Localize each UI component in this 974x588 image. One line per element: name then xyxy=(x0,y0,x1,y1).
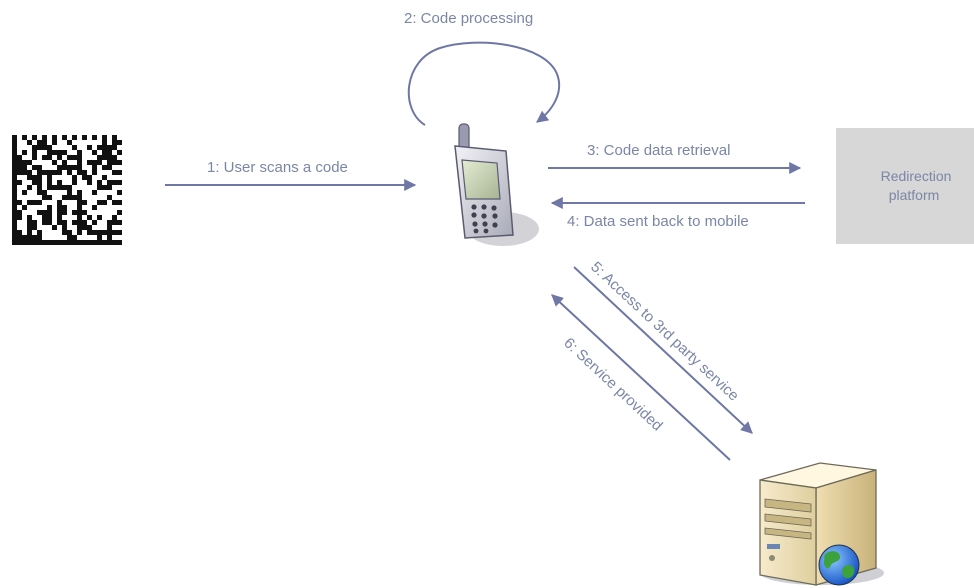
step6-arrow xyxy=(551,294,731,461)
redirection-platform-line2: platform xyxy=(889,187,940,203)
datamatrix-code-icon xyxy=(12,135,122,245)
step5-arrow xyxy=(573,266,753,434)
step1-label: 1: User scans a code xyxy=(207,159,348,176)
step4-label: 4: Data sent back to mobile xyxy=(567,213,749,230)
mobile-phone-icon xyxy=(454,123,539,246)
redirection-platform-box: Redirection platform xyxy=(836,128,974,244)
step2-label: 2: Code processing xyxy=(404,10,533,27)
step3-label: 3: Code data retrieval xyxy=(587,142,730,159)
web-server-icon xyxy=(759,462,884,586)
redirection-platform-line1: Redirection xyxy=(881,168,952,184)
step2-loop-arrow xyxy=(407,41,561,126)
